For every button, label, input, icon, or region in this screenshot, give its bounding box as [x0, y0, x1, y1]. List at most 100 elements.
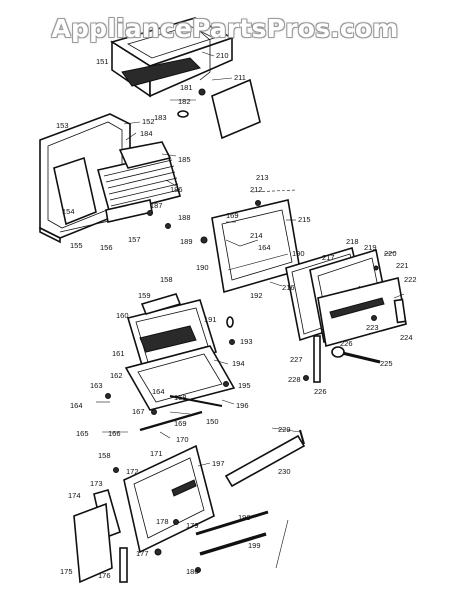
callout-164-left: 164 [70, 401, 83, 410]
part-screw-177 [154, 548, 162, 556]
callout-217: 217 [322, 253, 335, 262]
callout-186: 186 [170, 185, 183, 194]
callout-224: 224 [400, 333, 413, 342]
callout-171: 171 [150, 449, 163, 458]
callout-153: 153 [56, 121, 69, 130]
callout-163: 163 [90, 381, 103, 390]
callout-216: 216 [282, 283, 295, 292]
part-kick-plate-230 [224, 434, 306, 488]
callout-185: 185 [178, 155, 191, 164]
callout-211: 211 [234, 73, 246, 82]
callout-183: 183 [154, 113, 167, 122]
part-screw-188 [165, 223, 171, 229]
callout-196: 196 [236, 401, 249, 410]
callout-190-right: 190 [292, 249, 305, 258]
part-bracket-176 [119, 547, 128, 583]
part-screw-187 [147, 210, 153, 216]
part-door-panel-219 [317, 277, 407, 348]
callout-151: 151 [96, 57, 109, 66]
callout-169-low: 169 [174, 419, 187, 428]
callout-228: 228 [288, 375, 301, 384]
callout-222: 222 [404, 275, 417, 284]
part-screw-172 [113, 467, 119, 473]
callout-158-top: 158 [160, 275, 173, 284]
callout-168: 168 [174, 393, 187, 402]
callout-161: 161 [112, 349, 125, 358]
part-door-frame-215 [211, 199, 301, 294]
callout-165: 165 [76, 429, 89, 438]
callout-191: 191 [204, 315, 217, 324]
callout-177: 177 [136, 549, 149, 558]
callout-215: 215 [298, 215, 311, 224]
callout-174: 174 [68, 491, 81, 500]
callout-labels: 150 151 152 153 154 155 156 157 158 158 … [56, 51, 417, 580]
part-panel-194 [124, 345, 236, 411]
callout-226-mid: 226 [340, 339, 353, 348]
part-shield-159 [140, 293, 182, 315]
callout-225: 225 [380, 359, 393, 368]
callout-178: 178 [156, 517, 169, 526]
callout-179: 179 [186, 521, 199, 530]
callout-157: 157 [128, 235, 141, 244]
callout-158-bottom: 158 [98, 451, 111, 460]
callout-150: 150 [206, 417, 219, 426]
callout-189: 189 [180, 237, 193, 246]
part-rod-213 [251, 189, 297, 193]
callout-218: 218 [346, 237, 359, 246]
part-screw-189 [200, 236, 208, 244]
callout-193: 193 [240, 337, 253, 346]
part-screw-195 [223, 381, 229, 387]
part-screw-179 [173, 519, 179, 525]
callout-223: 223 [366, 323, 379, 332]
watermark-text: AppliancePartsPros.com [51, 14, 399, 43]
callout-164-door: 164 [258, 243, 271, 252]
part-strip-225 [337, 350, 381, 364]
callout-159: 159 [138, 291, 151, 300]
callout-184: 184 [140, 129, 153, 138]
callout-187: 187 [150, 201, 163, 210]
callout-198: 198 [238, 513, 251, 522]
callout-167: 167 [132, 407, 145, 416]
callout-182: 182 [178, 97, 191, 106]
part-screw-193 [229, 339, 235, 345]
callout-170: 170 [176, 435, 189, 444]
part-trim-229 [299, 429, 305, 445]
callout-164-mid: 164 [152, 387, 165, 396]
callout-156: 156 [100, 243, 113, 252]
part-drawer-panel-171 [123, 444, 215, 554]
callout-199: 199 [248, 541, 261, 550]
part-bracket-227 [313, 335, 321, 383]
callout-154: 154 [62, 207, 75, 216]
callout-152: 152 [142, 117, 155, 126]
callout-197: 197 [212, 459, 225, 468]
part-screw-180 [195, 567, 201, 573]
callout-188: 188 [178, 213, 191, 222]
callout-229: 229 [278, 425, 291, 434]
part-screw-220 [373, 265, 379, 271]
part-side-panel-175 [73, 502, 113, 584]
part-roller-226 [331, 346, 345, 358]
callout-213: 213 [256, 173, 269, 182]
part-side-panel-211 [211, 78, 261, 140]
part-screw-228 [303, 375, 309, 381]
callout-227: 227 [290, 355, 303, 364]
callout-172: 172 [126, 467, 139, 476]
callout-169-door: 169 [226, 211, 239, 220]
callout-155: 155 [70, 241, 83, 250]
part-top-liner-assembly [110, 17, 234, 98]
callout-226-low: 226 [314, 387, 327, 396]
callout-210: 210 [216, 51, 229, 60]
callout-180: 180 [186, 567, 199, 576]
part-knob-191 [226, 316, 234, 328]
callout-176: 176 [98, 571, 111, 580]
callout-190-left: 190 [196, 263, 209, 272]
callout-221: 221 [396, 261, 409, 270]
part-screw-223 [371, 315, 377, 321]
part-screw-212 [255, 200, 261, 206]
part-rod-150 [139, 410, 203, 432]
part-screw-167 [151, 409, 157, 415]
callout-212: 212 [250, 185, 263, 194]
callout-181: 181 [180, 83, 193, 92]
callout-220: 220 [384, 249, 397, 258]
leader-lines [96, 51, 405, 467]
